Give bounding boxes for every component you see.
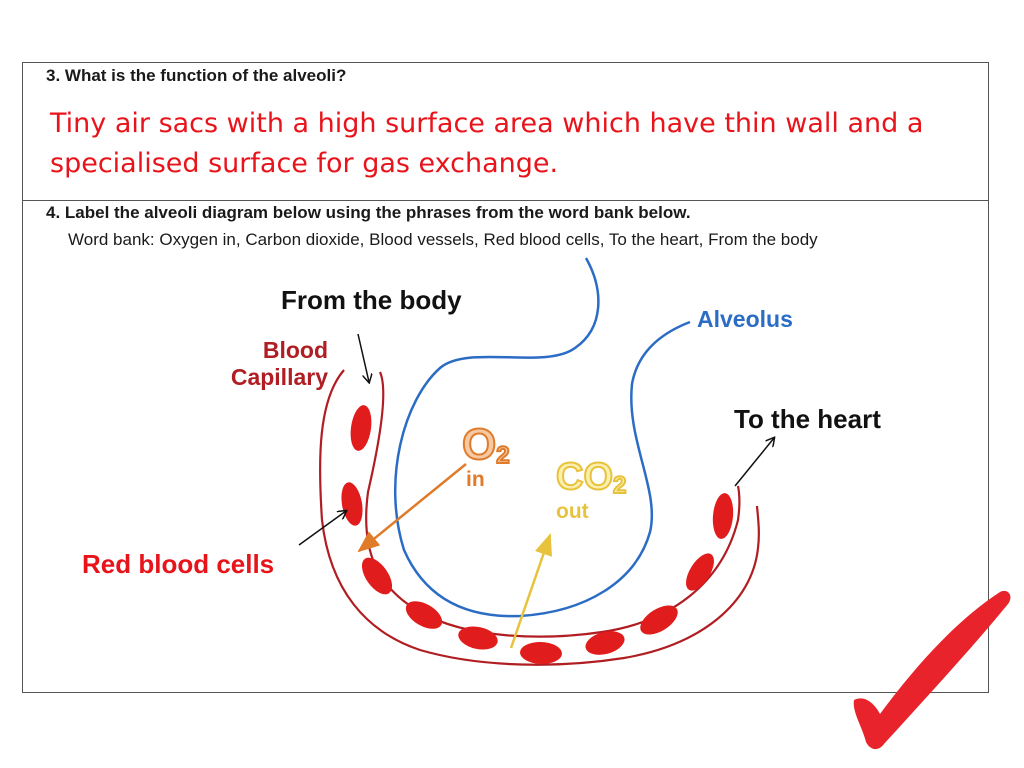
to-the-heart-label: To the heart bbox=[734, 404, 881, 434]
red-cell bbox=[520, 641, 562, 665]
red-cell bbox=[458, 626, 498, 650]
o2-main: O bbox=[461, 419, 497, 470]
red-blood-cells bbox=[341, 405, 734, 665]
red-cell bbox=[361, 557, 393, 595]
o2-in-arrow bbox=[357, 463, 467, 553]
capillary-inner-wall bbox=[365, 371, 741, 638]
word-bank: Word bank: Oxygen in, Carbon dioxide, Bl… bbox=[68, 230, 818, 249]
red-cell bbox=[585, 631, 625, 655]
co2-main: CO bbox=[555, 455, 614, 499]
from-body-pointer bbox=[357, 333, 369, 382]
red-cell bbox=[686, 553, 714, 591]
blood-word: Blood bbox=[262, 337, 328, 363]
question-4-prompt: 4. Label the alveoli diagram below using… bbox=[46, 203, 691, 222]
co2-out-arrow bbox=[509, 533, 552, 649]
co2-out-label: out bbox=[556, 500, 589, 523]
co2-label: CO2 bbox=[555, 455, 627, 500]
red-cell bbox=[341, 482, 363, 526]
worksheet-frame bbox=[22, 62, 989, 693]
red-cell bbox=[405, 601, 443, 629]
capillary-word: Capillary bbox=[230, 364, 328, 390]
question-3-answer: Tiny air sacs with a high surface area w… bbox=[50, 108, 924, 179]
red-cell bbox=[350, 405, 372, 451]
co2-subscript: 2 bbox=[612, 471, 627, 500]
blood-capillary-label: Blood Capillary bbox=[216, 337, 328, 391]
red-blood-cells-pointer bbox=[298, 511, 346, 546]
alveolus-wall bbox=[393, 257, 691, 618]
question-3-prompt: 3. What is the function of the alveoli? bbox=[46, 66, 347, 85]
section-divider bbox=[23, 200, 988, 201]
red-blood-cells-label: Red blood cells bbox=[82, 549, 275, 579]
from-the-body-label: From the body bbox=[281, 285, 462, 315]
alveolus-label: Alveolus bbox=[697, 306, 793, 332]
checkmark-icon bbox=[853, 590, 1011, 750]
red-cell bbox=[712, 493, 734, 539]
o2-label: O2 bbox=[461, 419, 511, 470]
capillary-outer-wall bbox=[318, 369, 760, 666]
o2-in-label: in bbox=[466, 468, 485, 491]
o2-subscript: 2 bbox=[495, 441, 510, 470]
to-heart-pointer bbox=[734, 438, 774, 487]
red-cell bbox=[640, 605, 678, 635]
